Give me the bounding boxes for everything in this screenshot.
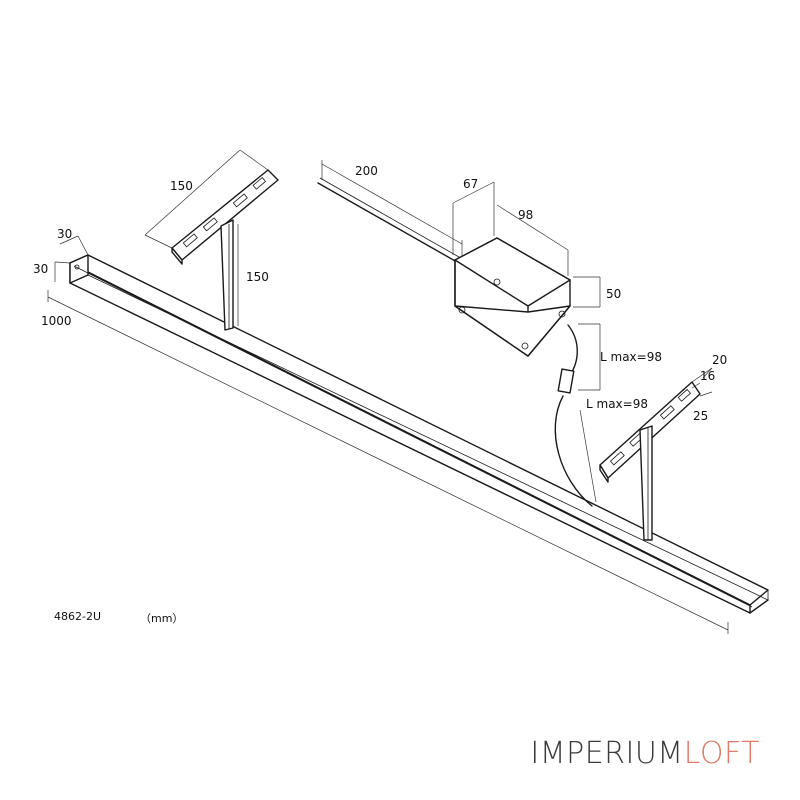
input-wire: [317, 160, 472, 272]
output-cable: [554, 323, 601, 507]
label-rod-length-left: 150: [246, 270, 269, 284]
label-box-height: 50: [606, 287, 621, 301]
brand-part1: IMPERIUM: [530, 736, 684, 771]
label-profile-length: 1000: [41, 314, 72, 328]
label-profile-height: 30: [33, 262, 48, 276]
dimension-labels: 200 67 98 50 150 150 30 30 1000 L max=98…: [33, 164, 727, 423]
label-profile-width: 30: [57, 227, 72, 241]
units-label: （mm）: [140, 612, 184, 625]
left-mounting-bracket: [144, 149, 279, 331]
profile-dimensions: [47, 235, 729, 634]
label-cable-upper: L max=98: [600, 350, 662, 364]
driver-box: [452, 181, 601, 357]
label-cable-lower: L max=98: [586, 397, 648, 411]
model-number: 4862-2U: [54, 610, 102, 623]
label-bracket-right-width: 20: [712, 353, 727, 367]
label-bracket-right-slot: 16: [700, 369, 715, 383]
label-box-width: 98: [518, 208, 533, 222]
brand-logo: IMPERIUMLOFT: [530, 736, 760, 771]
label-bracket-width-left: 150: [170, 179, 193, 193]
label-bracket-right-offset: 25: [693, 409, 708, 423]
brand-part2: LOFT: [683, 736, 760, 771]
right-mounting-bracket: [599, 367, 713, 541]
led-profile-bar: [69, 254, 769, 614]
label-wire-length: 200: [355, 164, 378, 178]
label-box-depth: 67: [463, 177, 478, 191]
